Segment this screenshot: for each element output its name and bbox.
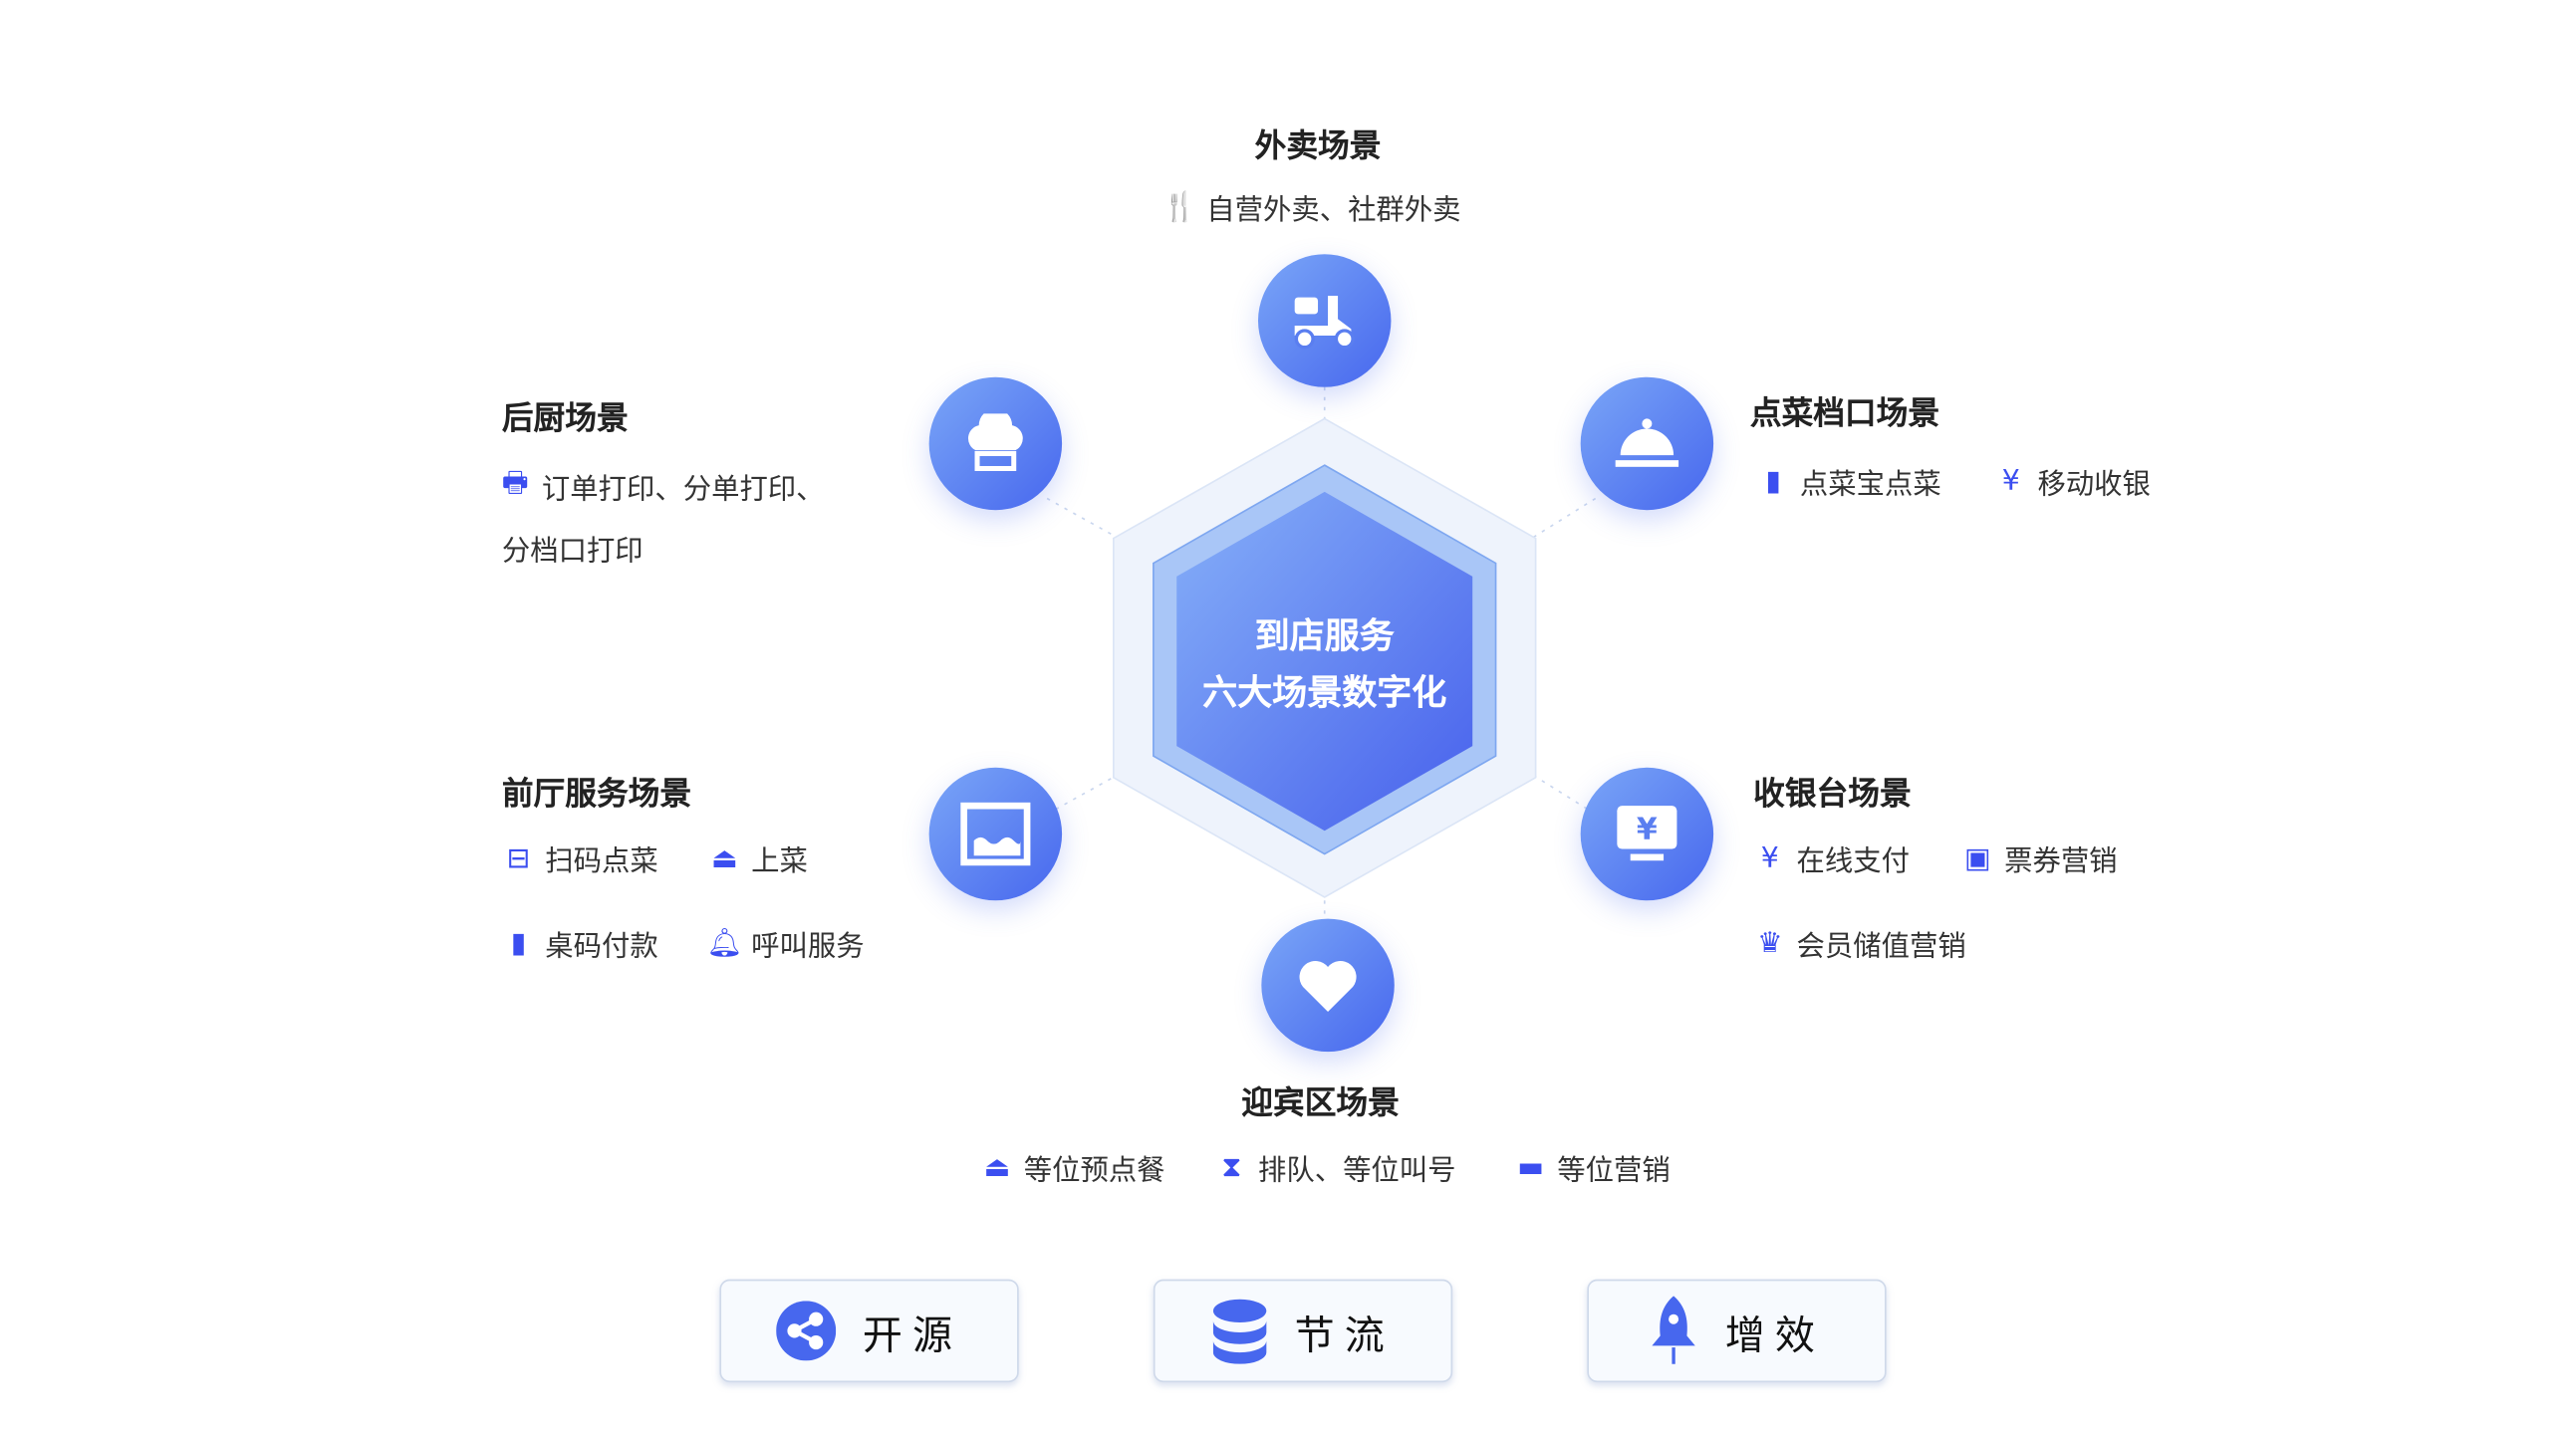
service-bell-icon (1580, 376, 1714, 511)
welcome-item-label: 排队、等位叫号 (1257, 1154, 1456, 1188)
cashier-item-label: 会员储值营销 (1796, 930, 1966, 964)
ordering-title: 点菜档口场景 (1749, 395, 1940, 432)
svg-text:¥: ¥ (1637, 813, 1658, 847)
rocket-icon (1652, 1296, 1695, 1364)
printer-icon: 🖶 (501, 466, 529, 501)
front-item: ▮ 桌码付款 (502, 922, 658, 964)
bell-icon: 🔔︎ (706, 926, 743, 960)
front-item-label: 呼叫服务 (751, 930, 865, 964)
center-line-1: 到店服务 (1254, 615, 1395, 657)
center-line-2: 六大场景数字化 (1202, 672, 1447, 713)
cost-saving-button[interactable]: 节流 (1153, 1279, 1453, 1383)
front-item-label: 扫码点菜 (545, 845, 658, 879)
center-label: 到店服务 六大场景数字化 (1159, 608, 1491, 721)
cloche-icon: ⏏ (711, 841, 738, 875)
welcome-item-label: 等位营销 (1557, 1154, 1671, 1188)
yen-card-icon: ¥ (2001, 464, 2020, 498)
ticket-icon: ▣ (1963, 841, 1991, 875)
takeout-item-label: 自营外卖、社群外卖 (1206, 194, 1461, 228)
kitchen-item-cont: 分档口打印 (501, 535, 644, 569)
inner-hexagon (1176, 491, 1473, 832)
welcome-item: ⏏ 等位预点餐 (980, 1146, 1165, 1188)
kitchen-item-label: 订单打印、分单打印、 (541, 473, 825, 507)
front-item-label: 桌码付款 (545, 930, 658, 964)
front-title: 前厅服务场景 (501, 776, 692, 813)
front-item: 🔔︎呼叫服务 (706, 922, 865, 964)
scooter-icon (1257, 254, 1392, 387)
cashier-item-label: 在线支付 (1796, 845, 1910, 879)
storefront-icon (928, 767, 1063, 901)
share-icon (776, 1301, 837, 1361)
ordering-item-label: 点菜宝点菜 (1799, 468, 1941, 502)
dish-icon: ⏏ (983, 1150, 1011, 1184)
hourglass-icon: ⧗ (1221, 1150, 1242, 1184)
takeout-title: 外卖场景 (1254, 127, 1382, 165)
front-item: ⏏ 上菜 (708, 837, 808, 879)
cashier-item: ♛ 会员储值营销 (1753, 922, 1966, 964)
front-item: ⊟ 扫码点菜 (502, 837, 658, 879)
cashier-item: ¥ 在线支付 (1753, 837, 1910, 879)
sofa-icon: ▬ (1517, 1150, 1544, 1184)
cashier-item: ▣ 票券营销 (1961, 837, 2118, 879)
open-source-label: 开源 (862, 1312, 963, 1358)
welcome-item: ⧗ 排队、等位叫号 (1215, 1146, 1456, 1188)
qr-phone-icon: ▮ (510, 926, 527, 960)
kitchen-title: 后厨场景 (501, 400, 629, 437)
scan-icon: ⊟ (506, 841, 531, 875)
database-icon (1212, 1299, 1267, 1364)
front-item-label: 上菜 (751, 845, 808, 879)
handheld-device-icon: ▮ (1765, 464, 1781, 498)
crown-icon: ♛ (1757, 926, 1783, 960)
efficiency-label: 增效 (1724, 1312, 1825, 1358)
utensils-icon: 🍴 (1161, 190, 1198, 224)
welcome-item: ▬ 等位营销 (1514, 1146, 1671, 1188)
welcome-item-label: 等位预点餐 (1023, 1154, 1165, 1188)
ordering-item-label: 移动收银 (2037, 468, 2151, 502)
kitchen-item: 🖶 订单打印、分单打印、 (499, 465, 825, 507)
cashier-item-label: 票券营销 (2004, 845, 2118, 879)
efficiency-button[interactable]: 增效 (1587, 1279, 1887, 1383)
takeout-item: 🍴自营外卖、社群外卖 (1161, 186, 1461, 228)
open-source-button[interactable]: 开源 (719, 1279, 1019, 1383)
cashier-title: 收银台场景 (1753, 776, 1912, 813)
cashier-monitor-icon: ¥ (1580, 767, 1714, 901)
money-bag-icon: ¥ (1760, 841, 1779, 875)
welcome-title: 迎宾区场景 (1241, 1084, 1400, 1122)
ordering-item: ¥ 移动收银 (1994, 460, 2151, 502)
ordering-item: ▮ 点菜宝点菜 (1756, 460, 1940, 502)
cost-saving-label: 节流 (1294, 1312, 1395, 1358)
chef-hat-icon (928, 376, 1063, 511)
heart-icon (1261, 918, 1395, 1053)
